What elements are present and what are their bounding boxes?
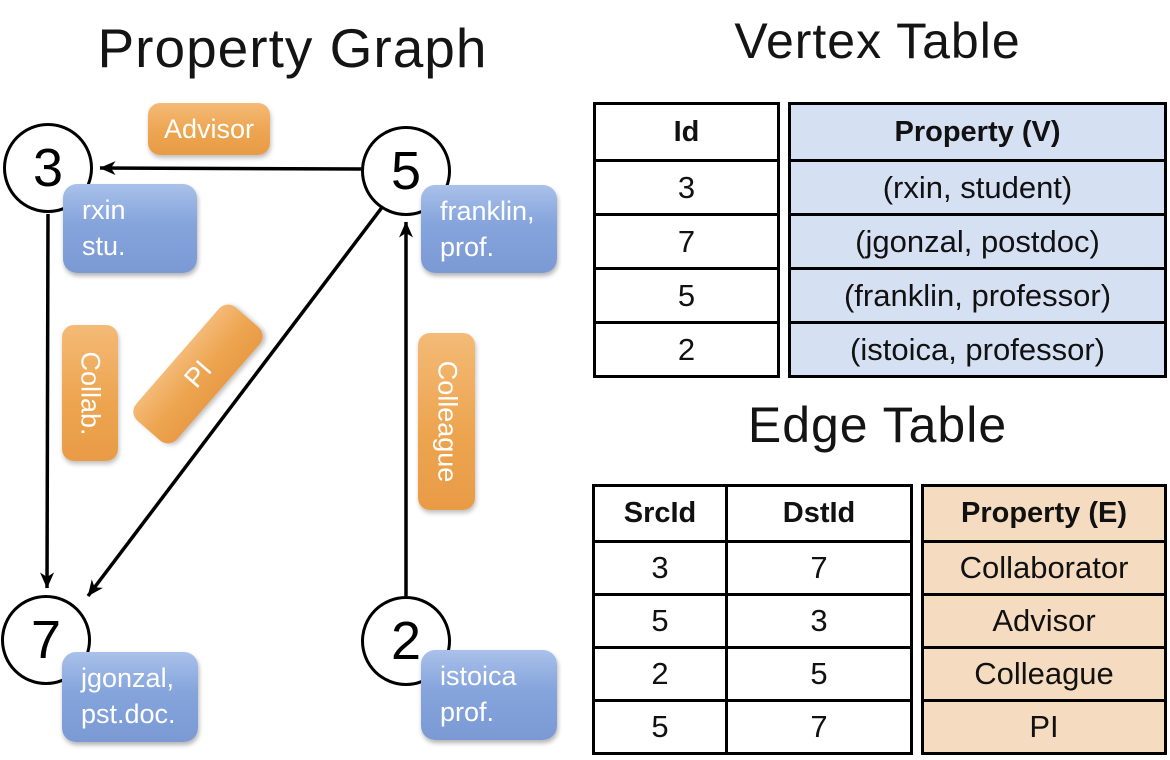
vertex-property-line: stu. xyxy=(82,230,126,261)
edge-label-collab-text: Collab. xyxy=(75,350,106,436)
edge-table-property-cell: PI xyxy=(924,699,1164,752)
vertex-table-header-property: Property (V) xyxy=(791,105,1164,159)
vertex-property-line: prof. xyxy=(440,231,495,262)
graph-node-2: 2 xyxy=(361,596,451,686)
vertex-table-header-id: Id xyxy=(673,115,700,148)
vertex-table-property-cell: (rxin, student) xyxy=(791,159,1164,213)
edge-table-srcid-cell: 5 xyxy=(595,699,725,752)
vertex-table-property-column: Property (V) (rxin, student) (jgonzal, p… xyxy=(788,102,1167,378)
edge-table-header-dstid: DstId xyxy=(725,487,910,540)
vertex-table: Id 3 7 5 2 Property (V) (rxin, student) … xyxy=(593,102,1167,378)
edge-table: SrcId DstId 3 7 5 3 2 5 5 7 Property (E)… xyxy=(592,484,1167,755)
edge-table-srcid-cell: 3 xyxy=(595,540,725,593)
edge-label-advisor-text: Advisor xyxy=(163,113,255,144)
edge-table-id-columns: SrcId DstId 3 7 5 3 2 5 5 7 xyxy=(592,484,913,755)
edge-table-dstid-cell: 7 xyxy=(725,540,910,593)
edge-table-property-column: Property (E) Collaborator Advisor Collea… xyxy=(921,484,1167,755)
vertex-table-id-cell: 5 xyxy=(596,267,777,321)
vertex-table-property-cell: (jgonzal, postdoc) xyxy=(791,213,1164,267)
vertex-property-line: istoica xyxy=(440,661,517,691)
graph-node-5: 5 xyxy=(361,126,451,216)
edge-label-colleague: Colleague xyxy=(418,333,475,510)
edge-table-property-cell: Colleague xyxy=(924,646,1164,699)
vertex-property-box-franklin: franklin, prof. xyxy=(421,185,557,273)
vertex-property-line: jgonzal, xyxy=(81,663,175,693)
vertex-property-line: prof. xyxy=(440,696,495,727)
vertex-property-box-istoica: istoica prof. xyxy=(421,650,557,740)
edge-label-collab: Collab. xyxy=(62,325,118,461)
edge-table-property-cell: Advisor xyxy=(924,593,1164,646)
vertex-property-line: pst.doc. xyxy=(81,698,176,729)
edge-table-srcid-cell: 5 xyxy=(595,593,725,646)
vertex-property-line: franklin, xyxy=(440,196,535,226)
property-graph-title: Property Graph xyxy=(97,17,488,79)
vertex-property-box-rxin: rxin stu. xyxy=(63,184,197,273)
edge-label-advisor: Advisor xyxy=(148,103,270,155)
vertex-property-line: rxin xyxy=(82,195,126,225)
edge-table-dstid-cell: 3 xyxy=(725,593,910,646)
vertex-table-id-column: Id 3 7 5 2 xyxy=(593,102,780,378)
edge-table-header-srcid: SrcId xyxy=(623,497,697,529)
edge-table-title: Edge Table xyxy=(747,397,1008,453)
edge-label-colleague-text: Colleague xyxy=(432,360,462,483)
vertex-table-property-cell: (istoica, professor) xyxy=(791,321,1164,375)
vertex-table-title: Vertex Table xyxy=(734,13,1021,69)
vertex-table-id-cell: 7 xyxy=(596,213,777,267)
edge-table-dstid-cell: 7 xyxy=(725,699,910,752)
vertex-table-property-cell: (franklin, professor) xyxy=(791,267,1164,321)
edge-pi-arrow xyxy=(86,204,385,598)
edge-label-pi-text: PI xyxy=(177,354,218,394)
vertex-table-id-cell: 3 xyxy=(596,159,777,213)
edge-table-property-cell: Collaborator xyxy=(924,540,1164,593)
edge-collab-arrow xyxy=(40,213,55,589)
edge-advisor-arrow xyxy=(99,161,363,176)
edge-table-header-property: Property (E) xyxy=(924,487,1164,540)
edge-table-dstid-cell: 5 xyxy=(725,646,910,699)
edge-table-srcid-cell: 2 xyxy=(595,646,725,699)
vertex-property-box-jgonzal: jgonzal, pst.doc. xyxy=(62,652,198,742)
vertex-table-id-cell: 2 xyxy=(596,321,777,375)
graph-edges-layer xyxy=(40,161,413,598)
